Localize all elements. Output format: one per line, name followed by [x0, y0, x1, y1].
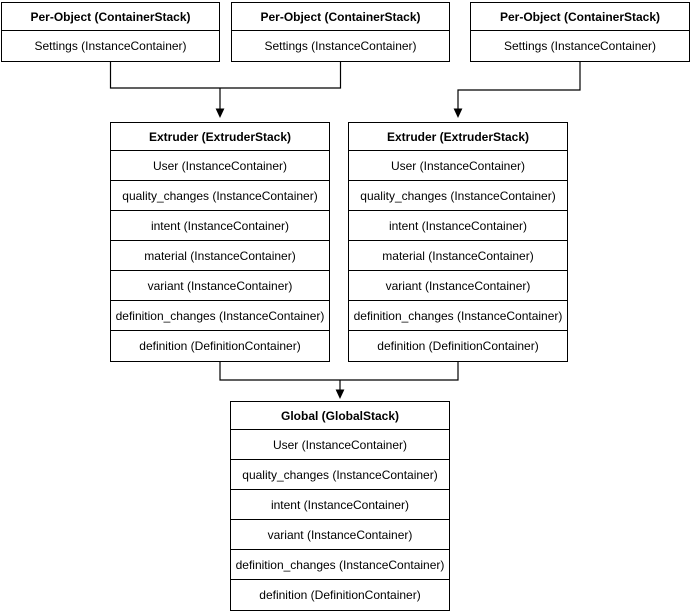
stack-title: Extruder (ExtruderStack) [349, 123, 567, 151]
stack-row: Settings (InstanceContainer) [264, 39, 417, 53]
stack-row: definition (DefinitionContainer) [259, 588, 421, 602]
stack-row: quality_changes (InstanceContainer) [231, 460, 449, 490]
stack-title: Per-Object (ContainerStack) [2, 3, 219, 31]
stack-row: quality_changes (InstanceContainer) [349, 181, 567, 211]
stack-row: intent (InstanceContainer) [111, 211, 329, 241]
stack-row: intent (InstanceContainer) [349, 211, 567, 241]
stack-row: definition_changes (InstanceContainer) [231, 550, 449, 580]
stack-row: definition_changes (InstanceContainer) [111, 301, 329, 331]
stack-title: Global (GlobalStack) [231, 402, 449, 430]
arrowhead-icon [453, 108, 463, 118]
stack-row: material (InstanceContainer) [111, 241, 329, 271]
stack-row: definition (DefinitionContainer) [377, 339, 539, 353]
stack-row: User (InstanceContainer) [231, 430, 449, 460]
stack-row: intent (InstanceContainer) [231, 490, 449, 520]
extruder-stack-right: Extruder (ExtruderStack) User (InstanceC… [348, 122, 568, 362]
stack-title: Per-Object (ContainerStack) [232, 3, 449, 31]
connector-perobjects-to-left-extruder [109, 60, 342, 118]
per-object-stack-2: Per-Object (ContainerStack) Settings (In… [231, 2, 450, 62]
connector-perobject3-to-right-extruder [453, 60, 581, 118]
stack-row: variant (InstanceContainer) [231, 520, 449, 550]
stack-row: User (InstanceContainer) [111, 151, 329, 181]
global-stack: Global (GlobalStack) User (InstanceConta… [230, 401, 450, 611]
stack-row: variant (InstanceContainer) [111, 271, 329, 301]
stack-row: Settings (InstanceContainer) [503, 39, 657, 53]
per-object-stack-3: Per-Object (ContainerStack) Settings (In… [470, 2, 690, 62]
stack-row: quality_changes (InstanceContainer) [111, 181, 329, 211]
stack-row: User (InstanceContainer) [349, 151, 567, 181]
connector-extruders-to-global [219, 360, 459, 399]
stack-title: Extruder (ExtruderStack) [111, 123, 329, 151]
stack-row: definition_changes (InstanceContainer) [349, 301, 567, 331]
arrowhead-icon [335, 389, 345, 399]
arrowhead-icon [215, 108, 225, 118]
stack-row: variant (InstanceContainer) [349, 271, 567, 301]
stack-row: material (InstanceContainer) [349, 241, 567, 271]
extruder-stack-left: Extruder (ExtruderStack) User (InstanceC… [110, 122, 330, 362]
stack-row: Settings (InstanceContainer) [34, 39, 187, 53]
stack-row: definition (DefinitionContainer) [139, 339, 301, 353]
per-object-stack-1: Per-Object (ContainerStack) Settings (In… [1, 2, 220, 62]
stack-title: Per-Object (ContainerStack) [471, 3, 689, 31]
